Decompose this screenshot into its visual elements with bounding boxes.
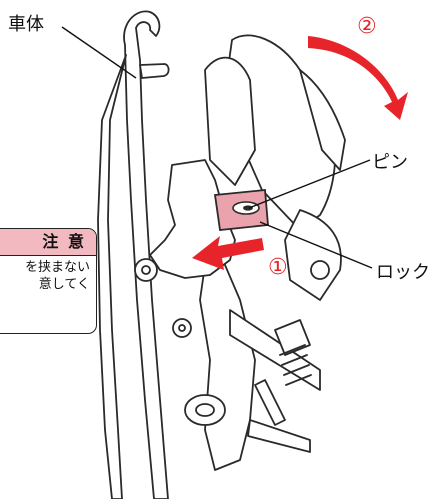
leader-frame bbox=[61, 26, 137, 79]
caution-line: 意してく bbox=[38, 277, 90, 292]
slide-arrow bbox=[192, 236, 264, 270]
caution-box: 注 意 を挟まない 意してく bbox=[0, 228, 97, 334]
pin-label: ピン bbox=[372, 152, 408, 173]
leader-lock bbox=[259, 221, 373, 269]
lock-label: ロック bbox=[376, 262, 430, 283]
lock-band bbox=[213, 189, 269, 231]
caution-text: を挟まない 意してく bbox=[0, 256, 96, 293]
leader-pin bbox=[248, 159, 371, 209]
caution-line: を挟まない bbox=[24, 260, 90, 275]
step-1-marker: ① bbox=[268, 255, 288, 280]
caution-title: 注 意 bbox=[0, 229, 96, 256]
frame-label: 車体 bbox=[8, 14, 44, 35]
step-2-marker: ② bbox=[357, 14, 377, 39]
rotate-arrow bbox=[308, 36, 408, 120]
frame-tube bbox=[123, 10, 169, 500]
